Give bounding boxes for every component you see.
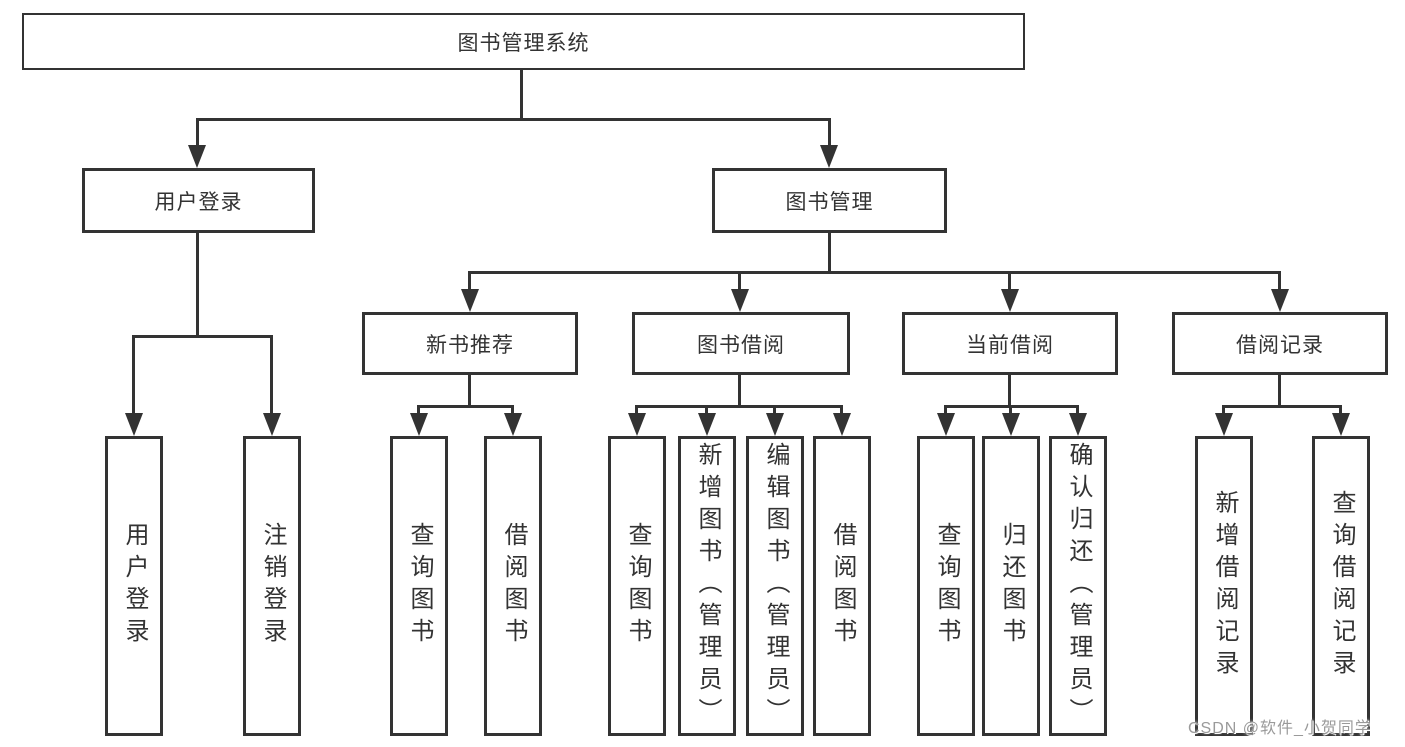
arrow-down-icon [766,413,784,436]
connector-book-management-trunk [828,233,831,271]
leaf-query-books-recommend-label: 查询图书 [406,522,433,650]
connector-leaf-stub [840,405,843,415]
connector-stub-book-management [828,118,831,147]
connector-level2-bar [468,271,1281,274]
arrow-down-icon [833,413,851,436]
connector-stub-book-borrowing [738,271,741,289]
arrow-down-icon [731,289,749,312]
connector-user-login-bar [132,335,273,338]
connector-stub-new-book [468,271,471,289]
connector-borrowing-records-trunk [1278,375,1281,405]
leaf-edit-books-admin: 编辑图书（管理员） [746,436,804,736]
arrow-down-icon [1215,413,1233,436]
node-book-management-label: 图书管理 [785,190,874,214]
leaf-return-books: 归还图书 [982,436,1040,736]
node-book-borrowing: 图书借阅 [632,312,850,375]
connector-book-borrowing-bar [635,405,843,408]
connector-leaf-stub [511,405,514,415]
connector-leaf-stub [635,405,638,415]
node-system-root: 图书管理系统 [22,13,1025,70]
leaf-user-login-label: 用户登录 [121,522,148,650]
leaf-add-borrow-record: 新增借阅记录 [1195,436,1253,736]
leaf-borrow-books-recommend-label: 借阅图书 [500,522,527,650]
leaf-logout: 注销登录 [243,436,301,736]
connector-stub-leaf-logout [270,335,273,413]
connector-leaf-stub [944,405,947,415]
node-system-root-label: 图书管理系统 [457,31,590,55]
connector-leaf-stub [1339,405,1342,415]
connector-borrowing-records-bar [1222,405,1342,408]
connector-stub-leaf-user-login [132,335,135,413]
node-new-book-recommendation: 新书推荐 [362,312,578,375]
leaf-add-borrow-record-label: 新增借阅记录 [1211,490,1238,682]
leaf-confirm-return-admin-label: 确认归还（管理员） [1065,442,1092,730]
leaf-confirm-return-admin: 确认归还（管理员） [1049,436,1107,736]
node-borrowing-records-label: 借阅记录 [1236,333,1324,357]
node-user-login-label: 用户登录 [154,190,243,214]
connector-leaf-stub [1009,405,1012,415]
leaf-return-books-label: 归还图书 [998,522,1025,650]
leaf-query-books-borrowing: 查询图书 [608,436,666,736]
leaf-borrow-books-borrowing-label: 借阅图书 [829,522,856,650]
connector-leaf-stub [1222,405,1225,415]
connector-new-book-trunk [468,375,471,405]
leaf-query-books-recommend: 查询图书 [390,436,448,736]
arrow-down-icon [1001,289,1019,312]
arrow-down-icon [1332,413,1350,436]
arrow-down-icon [1002,413,1020,436]
leaf-user-login: 用户登录 [105,436,163,736]
connector-user-login-trunk [196,233,199,335]
leaf-borrow-books-recommend: 借阅图书 [484,436,542,736]
node-new-book-recommendation-label: 新书推荐 [426,333,514,357]
node-borrowing-records: 借阅记录 [1172,312,1388,375]
arrow-down-icon [188,145,206,168]
connector-leaf-stub [417,405,420,415]
arrow-down-icon [1271,289,1289,312]
arrow-down-icon [504,413,522,436]
arrow-down-icon [1069,413,1087,436]
connector-stub-current-borrowing [1008,271,1011,289]
node-current-borrowing-label: 当前借阅 [966,333,1054,357]
leaf-logout-label: 注销登录 [259,522,286,650]
node-book-borrowing-label: 图书借阅 [697,333,785,357]
node-book-management: 图书管理 [712,168,947,233]
connector-new-book-bar [417,405,514,408]
leaf-query-borrow-record-label: 查询借阅记录 [1328,490,1355,682]
arrow-down-icon [628,413,646,436]
connector-root-trunk [520,70,523,118]
arrow-down-icon [410,413,428,436]
watermark-text: CSDN @软件_小贺同学 [1188,720,1372,737]
arrow-down-icon [125,413,143,436]
arrow-down-icon [461,289,479,312]
leaf-borrow-books-borrowing: 借阅图书 [813,436,871,736]
connector-leaf-stub [705,405,708,415]
arrow-down-icon [937,413,955,436]
arrow-down-icon [263,413,281,436]
leaf-add-books-admin-label: 新增图书（管理员） [694,442,721,730]
connector-stub-borrowing-records [1278,271,1281,289]
leaf-edit-books-admin-label: 编辑图书（管理员） [762,442,789,730]
connector-current-borrowing-trunk [1008,375,1011,405]
leaf-query-books-current-label: 查询图书 [933,522,960,650]
arrow-down-icon [698,413,716,436]
arrow-down-icon [820,145,838,168]
connector-book-borrowing-trunk [738,375,741,405]
leaf-query-borrow-record: 查询借阅记录 [1312,436,1370,736]
node-user-login: 用户登录 [82,168,315,233]
connector-stub-user-login [196,118,199,147]
connector-level1-bar [196,118,831,121]
leaf-add-books-admin: 新增图书（管理员） [678,436,736,736]
connector-leaf-stub [773,405,776,415]
leaf-query-books-current: 查询图书 [917,436,975,736]
leaf-query-books-borrowing-label: 查询图书 [624,522,651,650]
node-current-borrowing: 当前借阅 [902,312,1118,375]
connector-leaf-stub [1076,405,1079,415]
